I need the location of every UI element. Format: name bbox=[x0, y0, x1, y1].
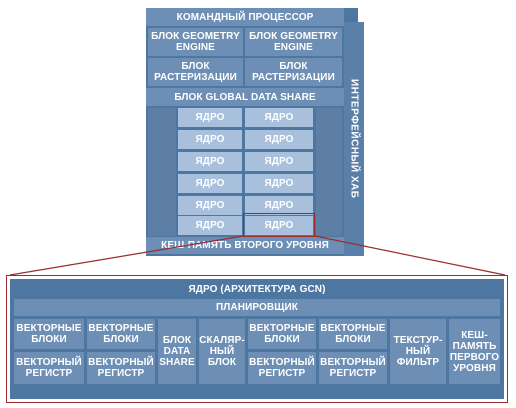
core-cell: ЯДРО bbox=[245, 130, 313, 149]
interface-hub: ИНТЕРФЕЙСНЫЙ ХАБ bbox=[344, 22, 364, 256]
vector-units-1: ВЕКТОРНЫЕ БЛОКИ bbox=[14, 319, 84, 349]
core-side-right bbox=[316, 108, 342, 236]
core-cell: ЯДРО bbox=[178, 108, 242, 127]
rasterizer-left: БЛОК РАСТЕРИЗАЦИИ bbox=[148, 58, 243, 86]
rasterizer-right: БЛОК РАСТЕРИЗАЦИИ bbox=[245, 58, 342, 86]
core-cell: ЯДРО bbox=[178, 152, 242, 171]
texture-filter: ТЕКСТУР- НЫЙ ФИЛЬТР bbox=[390, 319, 446, 384]
core-cell: ЯДРО bbox=[178, 174, 242, 193]
scheduler: ПЛАНИРОВЩИК bbox=[14, 299, 500, 316]
core-cell-highlighted: ЯДРО bbox=[245, 216, 313, 235]
vector-units-2: ВЕКТОРНЫЕ БЛОКИ bbox=[87, 319, 155, 349]
geometry-engine-left: БЛОК GEOMETRY ENGINE bbox=[148, 28, 243, 56]
core-highlight-outline bbox=[243, 213, 315, 237]
global-data-share: БЛОК GLOBAL DATA SHARE bbox=[146, 88, 344, 106]
gcn-title: ЯДРО (АРХИТЕКТУРА GCN) bbox=[10, 281, 504, 297]
core-cell: ЯДРО bbox=[245, 196, 313, 215]
vector-register-3: ВЕКТОРНЫЙ РЕГИСТР bbox=[248, 352, 316, 384]
scalar-unit: СКАЛЯР- НЫЙ БЛОК bbox=[199, 319, 245, 384]
core-cell: ЯДРО bbox=[178, 216, 242, 235]
command-processor: КОМАНДНЫЙ ПРОЦЕССОР bbox=[146, 8, 344, 26]
vector-units-4: ВЕКТОРНЫЕ БЛОКИ bbox=[319, 319, 387, 349]
core-cell: ЯДРО bbox=[245, 108, 313, 127]
vector-register-4: ВЕКТОРНЫЙ РЕГИСТР bbox=[319, 352, 387, 384]
core-side-left bbox=[148, 108, 176, 236]
core-cell: ЯДРО bbox=[245, 174, 313, 193]
l2-cache: КЕШ-ПАМЯТЬ ВТОРОГО УРОВНЯ bbox=[146, 237, 344, 254]
core-cell: ЯДРО bbox=[245, 152, 313, 171]
core-cell: ЯДРО bbox=[178, 130, 242, 149]
geometry-engine-right: БЛОК GEOMETRY ENGINE bbox=[245, 28, 342, 56]
vector-units-3: ВЕКТОРНЫЕ БЛОКИ bbox=[248, 319, 316, 349]
vector-register-1: ВЕКТОРНЫЙ РЕГИСТР bbox=[14, 352, 84, 384]
core-cell: ЯДРО bbox=[178, 196, 242, 215]
local-data-share: БЛОК DATA SHARE bbox=[158, 319, 196, 384]
gcn-outline bbox=[6, 275, 508, 403]
l1-cache: КЕШ- ПАМЯТЬ ПЕРВОГО УРОВНЯ bbox=[449, 319, 500, 384]
vector-register-2: ВЕКТОРНЫЙ РЕГИСТР bbox=[87, 352, 155, 384]
